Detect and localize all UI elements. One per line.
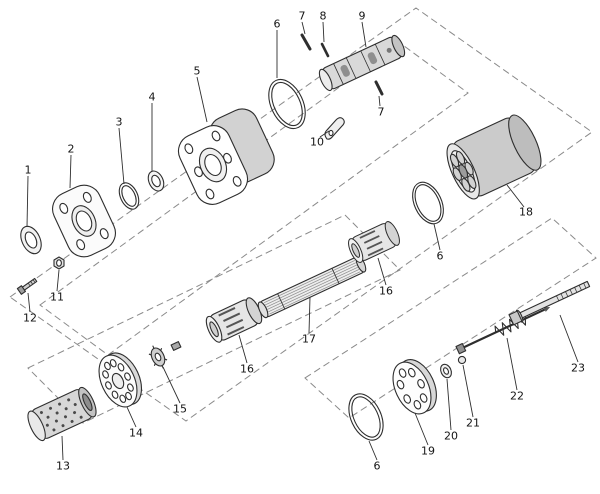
part-3-o-ring <box>118 182 140 210</box>
parts <box>16 33 591 442</box>
part-12-bolt <box>16 277 38 295</box>
callout-10: 10 <box>310 135 324 149</box>
part-7-pin-side <box>374 80 384 96</box>
callout-23: 23 <box>571 361 585 375</box>
callout-8: 8 <box>319 9 327 23</box>
callout-19: 19 <box>421 444 435 458</box>
callout-7: 7 <box>298 9 306 23</box>
callout-18: 18 <box>519 205 533 219</box>
part-16-commutator-front <box>205 297 263 343</box>
callout-12: 12 <box>23 311 37 325</box>
part-5-housing <box>177 108 275 205</box>
part-4-seal-washer <box>147 170 165 192</box>
leader-lines <box>26 21 579 461</box>
part-16-commutator-rear <box>348 221 400 263</box>
callout-20: 20 <box>444 429 458 443</box>
callout-5: 5 <box>193 64 201 78</box>
part-7-pin-top <box>300 33 312 51</box>
part-6-o-ring-rear <box>348 393 384 441</box>
part-10-link <box>324 117 345 140</box>
part-9-valve-drive-assembly <box>318 34 406 92</box>
callout-2: 2 <box>67 142 75 156</box>
callout-7b: 7 <box>377 105 385 119</box>
part-19-end-cap <box>392 359 437 415</box>
part-17-drive-shaft <box>257 255 367 319</box>
callout-22: 22 <box>510 389 524 403</box>
part-6-o-ring-front <box>268 78 306 130</box>
callout-6c: 6 <box>373 459 381 473</box>
phantom-box-inner <box>39 42 469 356</box>
callout-16b: 16 <box>379 284 393 298</box>
phantom-box-endcap-chain <box>304 217 597 419</box>
callout-17: 17 <box>302 332 316 346</box>
callout-3: 3 <box>115 115 123 129</box>
callout-11: 11 <box>50 290 64 304</box>
callout-9: 9 <box>358 9 366 23</box>
part-1-dust-seal <box>20 225 42 255</box>
callout-1: 1 <box>24 163 32 177</box>
callout-16: 16 <box>240 362 254 376</box>
part-20-seal <box>440 363 452 379</box>
callout-15: 15 <box>173 402 187 416</box>
part-15-drive-link-set <box>148 341 182 369</box>
part-11-nut <box>53 256 65 270</box>
callout-6b: 6 <box>436 249 444 263</box>
callout-6: 6 <box>273 17 281 31</box>
callout-14: 14 <box>129 426 143 440</box>
part-2-mounting-flange <box>52 184 116 258</box>
phantom-box-main <box>9 7 593 422</box>
part-21-check-ball <box>457 355 467 365</box>
part-14-wear-plate <box>98 352 143 408</box>
callout-4: 4 <box>148 90 156 104</box>
callout-21: 21 <box>466 416 480 430</box>
callout-13: 13 <box>56 459 70 473</box>
part-23-cap-screw <box>508 280 591 326</box>
part-6-o-ring-middle <box>412 181 444 225</box>
part-18-rotor-set <box>446 114 542 200</box>
part-13-needle-bearing-sleeve <box>27 386 97 442</box>
part-8-pin <box>320 42 330 58</box>
